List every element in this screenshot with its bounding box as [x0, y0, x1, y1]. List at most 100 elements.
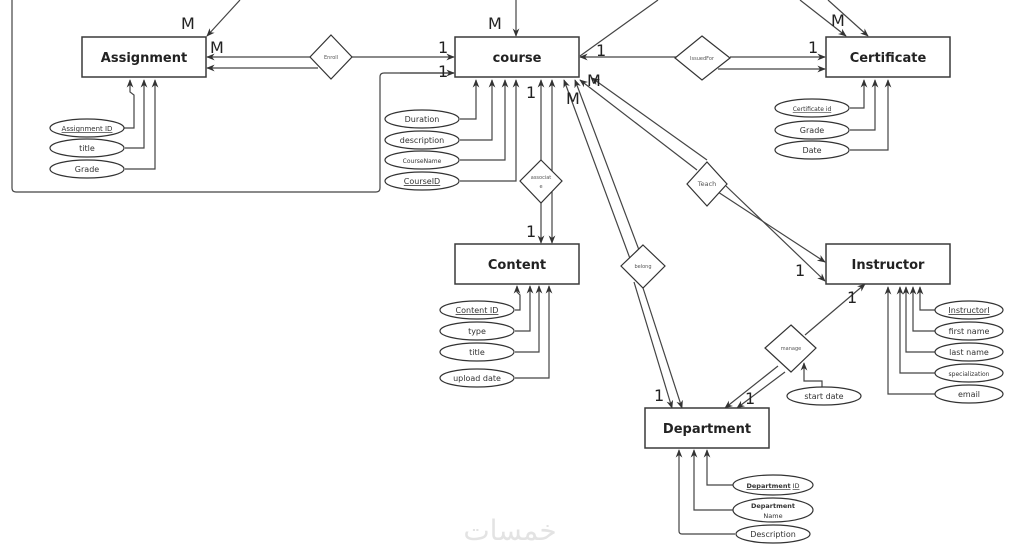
cardinality-assignment-top: M	[181, 14, 195, 33]
attr-certificate-grade[interactable]: Grade	[774, 120, 850, 140]
cardinality-labels: M M M 1 1 1 1 M M M 1 1 1 1 1 1	[181, 11, 857, 408]
cardinality-assignment-right: M	[210, 38, 224, 57]
attr-course-description-label: description	[400, 136, 444, 145]
cardinality-course-right: 1	[596, 41, 606, 60]
entity-certificate[interactable]: Certificate	[825, 36, 951, 78]
line-belong-course-2	[574, 79, 643, 259]
line-manage-instructor	[804, 283, 866, 336]
attr-content-title[interactable]: title	[439, 342, 515, 362]
attr-assignment-id-label: Assignment ID	[62, 125, 113, 133]
cardinality-certificate-left: 1	[808, 38, 818, 57]
attr-instructor-first-name-label: first name	[949, 327, 990, 336]
line-top-to-certificate-1	[799, 0, 847, 37]
attr-course-duration[interactable]: Duration	[384, 109, 460, 129]
cardinality-instructor-left: 1	[795, 261, 805, 280]
line-certificate-grade	[850, 79, 879, 131]
cardinality-certificate-top: M	[831, 11, 845, 30]
attr-content-id[interactable]: Content ID	[439, 300, 515, 320]
attr-manage-start-date[interactable]: start date	[786, 386, 862, 406]
attr-content-id-label: Content ID	[456, 306, 499, 315]
relationship-belong[interactable]: belong	[620, 244, 666, 289]
line-course-id	[460, 79, 520, 182]
line-teach-course-2	[591, 77, 708, 161]
line-course-description	[460, 79, 496, 141]
cardinality-department-top-left: 1	[654, 386, 664, 405]
line-content-type	[515, 285, 534, 332]
relationship-associate[interactable]: associat e	[519, 159, 563, 204]
relationship-issuedfor[interactable]: IssuedFor	[674, 35, 731, 81]
entity-department[interactable]: Department	[644, 407, 770, 449]
line-belong-course-1	[563, 79, 633, 265]
line-course-loop	[11, 0, 454, 193]
attr-assignment-id[interactable]: Assignment ID	[49, 118, 125, 138]
entity-assignment[interactable]: Assignment	[81, 36, 207, 78]
attr-department-description[interactable]: Description	[735, 524, 811, 544]
line-department-name	[690, 449, 735, 511]
line-top-to-course-right	[579, 0, 659, 57]
line-content-id	[513, 285, 521, 311]
line-department-id	[703, 449, 735, 486]
line-manage-department-2	[736, 371, 786, 409]
attr-content-upload-date-label: upload date	[453, 374, 501, 383]
relationship-manage[interactable]: manage	[764, 324, 817, 373]
line-course-duration	[460, 79, 480, 120]
cardinality-course-teach: M	[587, 71, 601, 90]
entity-assignment-label: Assignment	[101, 51, 187, 66]
line-content-upload-date	[515, 285, 553, 379]
attr-department-description-label: Description	[750, 530, 796, 539]
cardinality-course-top: M	[488, 14, 502, 33]
relationship-enroll[interactable]: Enroll	[309, 34, 353, 80]
line-certificate-id	[850, 79, 868, 109]
attr-course-description[interactable]: description	[384, 130, 460, 150]
attr-content-upload-date[interactable]: upload date	[439, 368, 515, 388]
line-top-to-assignment	[206, 0, 241, 37]
relationship-associate-label-1: associat	[531, 175, 552, 181]
line-assignment-title	[125, 79, 148, 149]
attr-instructor-id-label: InstructorI	[948, 306, 989, 315]
attr-instructor-first-name[interactable]: first name	[934, 321, 1004, 341]
attr-assignment-grade-label: Grade	[75, 165, 99, 174]
attr-instructor-specialization-label: specialization	[949, 371, 990, 378]
attr-content-title-label: title	[469, 348, 485, 357]
line-assignment-id	[112, 79, 135, 129]
entity-instructor[interactable]: Instructor	[825, 243, 951, 285]
attr-assignment-grade[interactable]: Grade	[49, 159, 125, 179]
line-belong-department-1	[633, 281, 674, 409]
attr-certificate-date-label: Date	[802, 146, 821, 155]
attr-certificate-id[interactable]: Certificate id	[774, 98, 850, 118]
relationship-teach[interactable]: Teach	[686, 161, 728, 207]
attr-department-name[interactable]: Department Name	[732, 497, 814, 523]
attr-manage-start-date-label: start date	[804, 392, 843, 401]
connection-lines	[11, 0, 935, 535]
line-instructor-email	[884, 286, 935, 395]
entity-instructor-label: Instructor	[852, 258, 926, 273]
attr-content-type-label: type	[468, 327, 486, 336]
attr-course-name[interactable]: CourseName	[384, 150, 460, 170]
attr-instructor-email[interactable]: email	[934, 384, 1004, 404]
relationship-enroll-label: Enroll	[324, 55, 338, 61]
attr-department-name-label-2: Name	[763, 512, 782, 520]
attr-content-type[interactable]: type	[439, 321, 515, 341]
attr-certificate-date[interactable]: Date	[774, 140, 850, 160]
relationship-manage-label: manage	[781, 346, 801, 352]
attr-instructor-specialization[interactable]: specialization	[934, 363, 1004, 383]
attr-certificate-id-label: Certificate id	[793, 106, 832, 113]
entity-content[interactable]: Content	[454, 243, 580, 285]
cardinality-course-left-2: 1	[438, 62, 448, 81]
line-department-description	[675, 449, 735, 535]
attr-course-id[interactable]: CourseID	[384, 171, 460, 191]
line-manage-department-1	[724, 365, 779, 409]
attr-instructor-last-name[interactable]: last name	[934, 342, 1004, 362]
entity-course[interactable]: course	[454, 36, 580, 78]
line-certificate-date	[850, 79, 892, 151]
line-course-name	[460, 79, 509, 161]
entity-certificate-label: Certificate	[850, 51, 927, 66]
line-instructor-last-name	[902, 286, 935, 353]
attr-instructor-id[interactable]: InstructorI	[934, 300, 1004, 320]
relationship-associate-label-2: e	[539, 184, 542, 190]
entity-content-label: Content	[488, 258, 546, 273]
line-top-to-certificate-2	[827, 0, 869, 37]
attr-assignment-title[interactable]: title	[49, 138, 125, 158]
